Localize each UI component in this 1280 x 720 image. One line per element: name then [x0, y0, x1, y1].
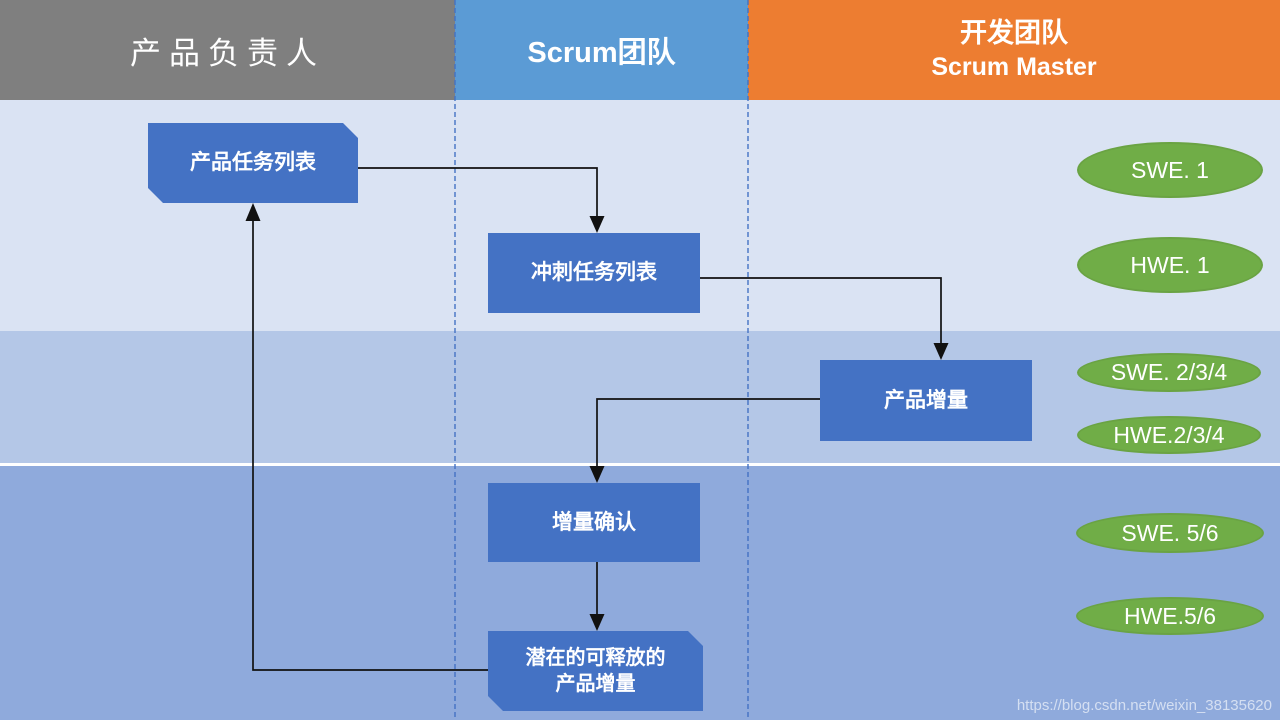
ellipse-team-hwe56: HWE.5/6	[1076, 597, 1264, 635]
box-releasable-line1: 潜在的可释放的	[525, 647, 666, 669]
ellipse-team-swe1: SWE. 1	[1077, 142, 1263, 198]
lane-header-product-owner-label: 产品负责人	[130, 35, 325, 71]
box-sprint-backlog-label: 冲刺任务列表	[531, 260, 657, 285]
box-product-backlog: 产品任务列表	[148, 123, 358, 203]
box-increment-confirm-label: 增量确认	[552, 509, 636, 534]
ellipse-team-hwe56-label: HWE.5/6	[1123, 602, 1217, 629]
box-releasable-line2: 产品增量	[555, 673, 636, 695]
lane-header-product-owner: 产品负责人	[0, 0, 455, 100]
csdn-watermark: https://blog.csdn.net/weixin_38135620	[1016, 697, 1272, 714]
ellipse-team-swe56: SWE. 5/6	[1076, 513, 1264, 553]
ellipse-team-swe234-label: SWE. 2/3/4	[1110, 359, 1228, 385]
ellipse-team-hwe234: HWE.2/3/4	[1077, 416, 1261, 454]
lane-header-dev-team-label: 开发团队	[960, 18, 1068, 49]
box-product-increment: 产品增量	[820, 360, 1032, 441]
ellipse-team-swe56-label: SWE. 5/6	[1121, 519, 1219, 546]
box-releasable-increment: 潜在的可释放的 产品增量	[488, 631, 703, 711]
box-product-backlog-label: 产品任务列表	[190, 150, 316, 175]
ellipse-team-hwe1-label: HWE. 1	[1130, 251, 1210, 278]
lane-header-dev-team: 开发团队 Scrum Master	[748, 0, 1280, 100]
lane-header-scrum-team: Scrum团队	[455, 0, 748, 100]
ellipse-team-hwe234-label: HWE.2/3/4	[1113, 421, 1225, 448]
ellipse-team-swe1-label: SWE. 1	[1131, 156, 1209, 183]
box-product-increment-label: 产品增量	[884, 387, 968, 412]
box-releasable-increment-label: 潜在的可释放的 产品增量	[526, 645, 666, 697]
lane-header-scrum-master-label: Scrum Master	[931, 53, 1097, 82]
box-sprint-backlog: 冲刺任务列表	[488, 233, 700, 313]
ellipse-team-hwe1: HWE. 1	[1077, 237, 1263, 293]
ellipse-team-swe234: SWE. 2/3/4	[1077, 353, 1261, 392]
lane-header-scrum-team-label: Scrum团队	[527, 37, 676, 69]
box-increment-confirm: 增量确认	[488, 483, 700, 562]
